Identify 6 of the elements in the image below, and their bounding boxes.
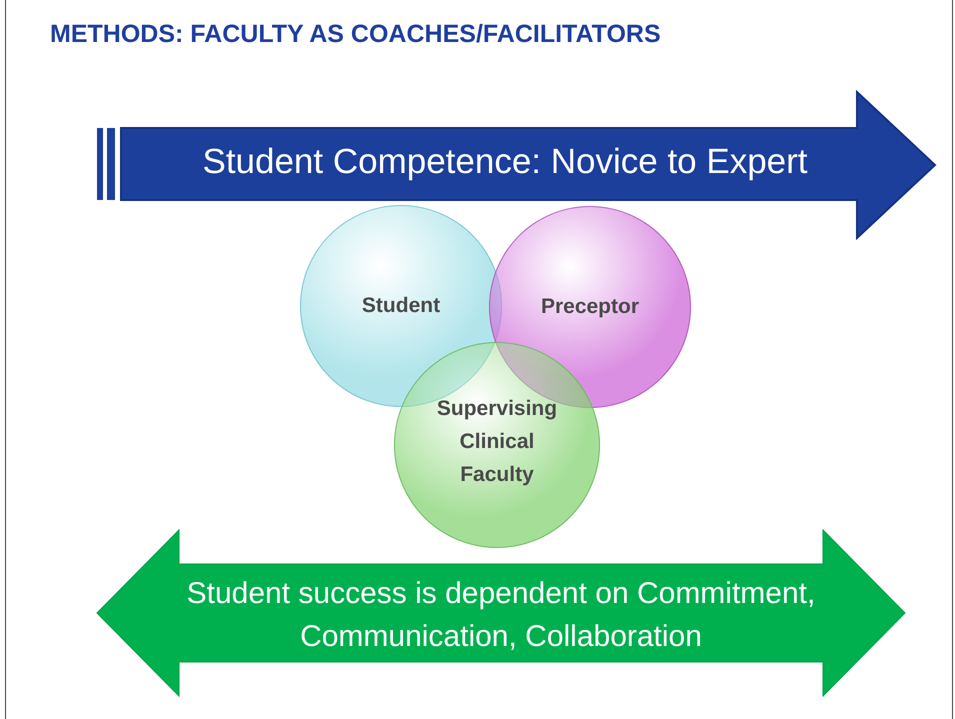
banner-text: Student Competence: Novice to Expert xyxy=(201,142,809,182)
circle-label: Supervising Clinical Faculty xyxy=(436,396,558,488)
circle-label: Preceptor xyxy=(540,294,640,320)
circle-label: Student xyxy=(360,293,442,319)
banner-text: Student success is dependent on Commitment, Communication, Collaboration xyxy=(186,576,816,655)
slide-title: METHODS: FACULTY AS COACHES/FACILITATORS xyxy=(50,20,661,49)
